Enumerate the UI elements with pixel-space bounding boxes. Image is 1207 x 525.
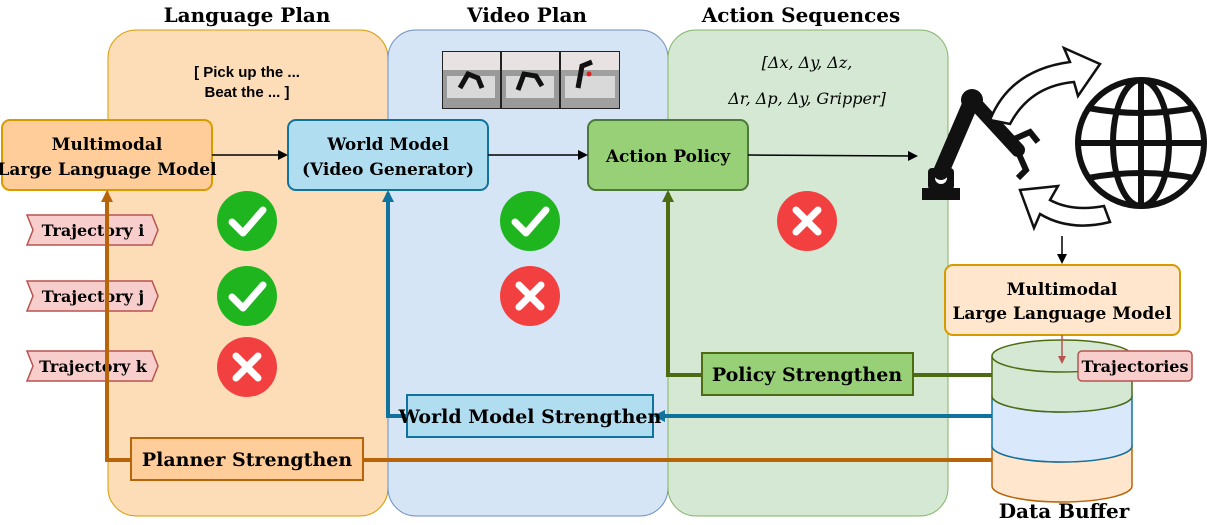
mllm-right-line2: Large Language Model [952, 304, 1172, 324]
data-buffer-cylinder [991, 339, 1133, 503]
mllm-right-line1: Multimodal [1007, 280, 1118, 300]
action-sequences-title: Action Sequences [701, 3, 901, 27]
target-dot-icon [586, 71, 592, 77]
trajectory-tag-j: Trajectory j [25, 280, 159, 312]
video-frames [442, 51, 620, 109]
planner-strengthen-box [130, 437, 364, 481]
language-plan-title: Language Plan [164, 3, 331, 27]
world-model-strengthen-loop-left [382, 190, 408, 418]
world-model-line1: World Model [326, 135, 449, 155]
svg-text:Trajectory j: Trajectory j [42, 287, 144, 306]
data-buffer-label: Data Buffer [999, 499, 1130, 523]
policy-strengthen-label: Policy Strengthen [712, 364, 902, 386]
trajectory-tag-i: Trajectory i [25, 214, 159, 246]
cycle-arrows-icon [988, 45, 1112, 232]
cross-icon [500, 266, 560, 326]
mllm-right-box [944, 264, 1181, 336]
mllm-left-line2: Large Language Model [0, 160, 217, 180]
world-model-strengthen-box [406, 394, 654, 438]
check-icon [217, 266, 277, 326]
action-policy-label: Action Policy [605, 147, 731, 167]
trajectories-label: Trajectories [1081, 357, 1188, 376]
video-plan-title: Video Plan [466, 3, 587, 27]
robot-arm-icon [922, 89, 1041, 200]
language-plan-line1: [ Pick up the ... [194, 64, 300, 81]
mllm-left-line1: Multimodal [52, 135, 163, 155]
svg-text:Trajectory i: Trajectory i [42, 221, 145, 240]
planner-strengthen-label: Planner Strengthen [142, 449, 353, 471]
trajectories-box [1077, 350, 1193, 382]
globe-icon [1075, 77, 1207, 209]
arrow-policy-to-robot [747, 150, 918, 161]
cross-icon [217, 337, 277, 397]
world-model-line2: (Video Generator) [302, 160, 474, 180]
cross-icon [777, 191, 837, 251]
planner-strengthen-loop [101, 190, 992, 462]
trajectory-tag-k: Trajectory k [25, 350, 159, 382]
action-sequence-line2: Δr, Δp, Δy, Gripper] [727, 89, 886, 108]
action-sequence-line1: [Δx, Δy, Δz, [762, 53, 853, 72]
check-icon [500, 191, 560, 251]
svg-text:Trajectory k: Trajectory k [39, 357, 148, 376]
check-icon [217, 191, 277, 251]
world-model-strengthen-label: World Model Strengthen [398, 406, 662, 428]
language-plan-line2: Beat the ... ] [204, 84, 289, 101]
policy-strengthen-box [701, 352, 914, 396]
